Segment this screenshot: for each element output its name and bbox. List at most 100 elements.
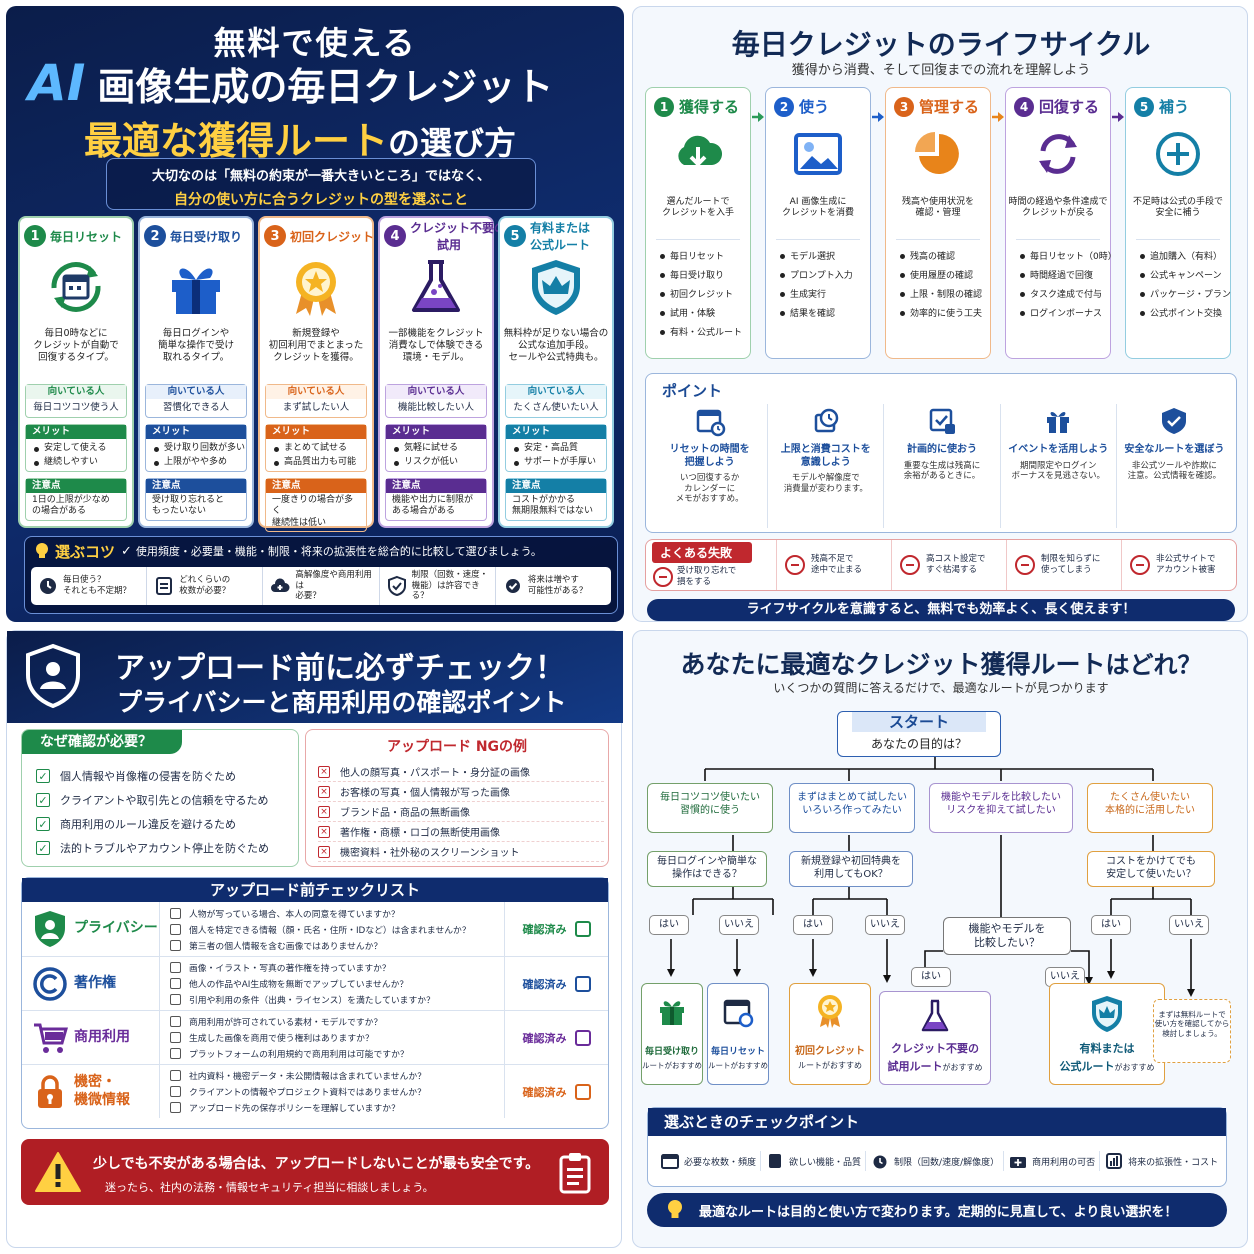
goal-box-1[interactable]: 毎日コツコツ使いたい習慣的に使う [647, 783, 773, 833]
merit-item: 安定して使える [32, 441, 120, 455]
checklist-item[interactable]: プラットフォームの利用規約で商用利用は可能ですか？ [170, 1046, 504, 1062]
checkbox-icon[interactable] [170, 1086, 181, 1097]
lifecycle-step-label: 補う [1159, 98, 1190, 116]
shield-crown-icon [500, 256, 612, 318]
checklist-item[interactable]: 個人を特定できる情報（顔・氏名・住所・IDなど）は含まれませんか？ [170, 921, 504, 937]
checklist-item[interactable]: 生成した画像を商用で使う権利はありますか？ [170, 1030, 504, 1046]
result-daily-reset[interactable]: 毎日リセット ルートがおすすめ [707, 983, 769, 1085]
ng-icon: × [318, 765, 330, 778]
checklist-item[interactable]: アップロード先の保存ポリシーを理解していますか？ [170, 1100, 504, 1116]
checklist-item[interactable]: 社内資料・機密データ・未公開情報は含まれていませんか？ [170, 1068, 504, 1084]
result-try-free-first[interactable]: まずは無料ルートで使い方を確認してから検討しましょう。 [1153, 999, 1231, 1063]
tips-questions: 毎日使う？それとも不定期？ どれくらいの枚数が必要？ 高解像度や商用利用は必要？… [31, 567, 611, 605]
checklist-item[interactable]: 他人の作品やAI生成物を無断でアップしていませんか？ [170, 976, 504, 992]
document-icon [153, 575, 175, 597]
ng-item-text: 他人の顔写真・パスポート・身分証の画像 [340, 768, 530, 779]
confirmed-checkbox[interactable] [574, 1029, 591, 1046]
lifecycle-step-icon [1006, 121, 1110, 187]
panel-credit-routes: 無料で使える AI 画像生成の毎日クレジット 最適な獲得ルート の選び方 大切な… [6, 6, 624, 622]
confirmed-checkbox[interactable] [574, 1083, 591, 1100]
lifecycle-step-2: 2 使う AI 画像生成にクレジットを消費 モデル選択プロンプト入力生成実行結果… [765, 87, 871, 359]
point-icon [809, 404, 843, 438]
checkbox-icon[interactable] [170, 939, 181, 951]
goal-box-3[interactable]: 機能やモデルを比較したいリスクを抑えて試したい [929, 783, 1073, 833]
why-item: ✓ 法的トラブルやアカウント停止を防ぐため [36, 836, 296, 860]
answer-pill-yes: はい [649, 915, 689, 935]
merit-label: メリット [146, 425, 246, 439]
merit-item: 受け取り回数が多い [152, 441, 245, 455]
flask-icon [380, 256, 492, 318]
goal-box-4[interactable]: たくさん使いたい本格的に活用したい [1087, 783, 1213, 833]
tips-question-text: 制限（回数・速度・機能）は許容できる？ [411, 570, 489, 602]
result-paid-official[interactable]: 有料または 公式ルートがおすすめ [1049, 983, 1165, 1085]
lifecycle-step-item: 毎日リセット（0時） [1018, 248, 1117, 267]
p4-title-2: はどれ？ [1105, 651, 1202, 679]
checkbox-icon[interactable] [170, 907, 181, 919]
merit-label: メリット [26, 425, 126, 439]
result-sub: ルートがおすすめ [708, 1061, 768, 1070]
checkbox-icon[interactable] [170, 923, 181, 935]
checkbox-icon[interactable] [170, 1048, 181, 1059]
caution-label: 注意点 [506, 479, 606, 493]
checklist-item[interactable]: 商用利用が許可されている素材・モデルですか？ [170, 1014, 504, 1030]
checkbox-icon[interactable] [170, 1032, 181, 1043]
warning-box: 少しでも不安がある場合は、アップロードしないことが最も安全です。 迷ったら、社内… [21, 1139, 609, 1205]
checklist-category: 著作権 [74, 974, 116, 991]
checklist-box: アップロード前チェックリスト プライバシー 人物が写っている場合、本人の同意を得… [21, 877, 609, 1129]
result-daily-claim[interactable]: 毎日受け取り ルートがおすすめ [641, 983, 703, 1085]
fit-label: 向いている人 [146, 385, 246, 399]
checklist-item[interactable]: 第三者の個人情報を含む画像ではありませんか？ [170, 937, 504, 953]
result-first-credit[interactable]: 初回クレジット ルートがおすすめ [789, 983, 871, 1085]
ng-item: × ブランド品・商品の無断画像 [318, 802, 604, 822]
confirmed-checkbox[interactable] [574, 975, 591, 992]
checklist-category: 商用利用 [74, 1028, 130, 1045]
p4-check-item-text: 将来の拡張性・コスト [1128, 1157, 1219, 1168]
answer-pill-no: いいえ [865, 915, 905, 935]
lifecycle-step-item: 試用・体験 [658, 305, 746, 324]
goal-box-2[interactable]: まずはまとめて試したいいろいろ作ってみたい [789, 783, 915, 833]
merit-section: メリット 安定して使える継続しやすい [25, 424, 127, 472]
result-free-trial[interactable]: クレジット不要の 試用ルートがおすすめ [879, 991, 991, 1085]
checkbox-icon[interactable] [170, 1102, 181, 1113]
checklist-item[interactable]: クライアントの情報やプロジェクト資料ではありませんか？ [170, 1084, 504, 1100]
checkbox-icon[interactable] [170, 1016, 181, 1027]
checklist-item[interactable]: 画像・イラスト・写真の著作権を持っていますか？ [170, 960, 504, 976]
checkbox-icon[interactable] [170, 994, 181, 1005]
p4-check-item-2: 欲しい機能・品質 [760, 1151, 865, 1171]
route-card-4: 4 クレジット不要の 試用 一部機能をクレジット消費なしで体験できる環境・モデル… [378, 216, 506, 528]
lifecycle-step-label: 使う [799, 98, 830, 116]
point-heading: イベントを活用しよう [1008, 444, 1109, 455]
result-title-2: 試用ルート [887, 1060, 943, 1073]
tips-question-2: どれくらいの枚数が必要？ [146, 567, 262, 605]
merit-item: サポートが手厚い [512, 455, 600, 469]
checklist-item[interactable]: 人物が写っている場合、本人の同意を得ていますか？ [170, 905, 504, 921]
confirmed-checkbox[interactable] [574, 921, 591, 937]
checklist-item-text: 引用や利用の条件（出典・ライセンス）を満たしていますか？ [189, 996, 435, 1006]
point-heading: 計画的に使おう [907, 444, 977, 455]
p2-subtitle: 獲得から消費、そして回復までの流れを理解しよう [791, 63, 1091, 78]
p1-title-ai: AI [28, 54, 86, 112]
checkbox-icon[interactable] [170, 1070, 181, 1081]
points-box: ポイント リセットの時間を把握しよう いつ回復するかカレンダーにメモがおすすめ。… [645, 373, 1237, 533]
checklist-item[interactable]: 引用や利用の条件（出典・ライセンス）を満たしていますか？ [170, 992, 504, 1008]
why-item: ✓ 個人情報や肖像権の侵害を防ぐため [36, 764, 296, 788]
route-card-title: 初回クレジット [290, 229, 375, 244]
route-card-title: 有料または [530, 221, 591, 235]
p4-check-item-text: 制限（回数/速度/解像度） [894, 1157, 1000, 1168]
gift-icon [140, 256, 252, 318]
p4-check-item-text: 欲しい機能・品質 [789, 1157, 862, 1168]
fit-label: 向いている人 [506, 385, 606, 399]
checkbox-icon[interactable] [170, 962, 181, 973]
caution-value: コストがかかる無期限無料ではない [512, 495, 594, 517]
checklist-item-text: 社内資料・機密データ・未公開情報は含まれていませんか？ [189, 1072, 426, 1082]
ng-icon: × [318, 785, 330, 798]
checklist-item-text: 画像・イラスト・写真の著作権を持っていますか？ [189, 964, 391, 974]
fails-list: よくある失敗 受け取り忘れで損をする 残高不足で途中で止まる 高コスト設定ですぐ… [646, 540, 1236, 590]
confirmed-label: 確認済み [522, 977, 567, 991]
tips-title: 選ぶコツ [55, 542, 116, 561]
fit-label: 向いている人 [386, 385, 486, 399]
checkbox-icon[interactable] [170, 978, 181, 989]
ng-item: × 機密資料・社外秘のスクリーンショット [318, 842, 604, 862]
why-item-text: 法的トラブルやアカウント停止を防ぐため [60, 842, 269, 855]
tips-question-text: 高解像度や商用利用は必要？ [295, 570, 372, 602]
